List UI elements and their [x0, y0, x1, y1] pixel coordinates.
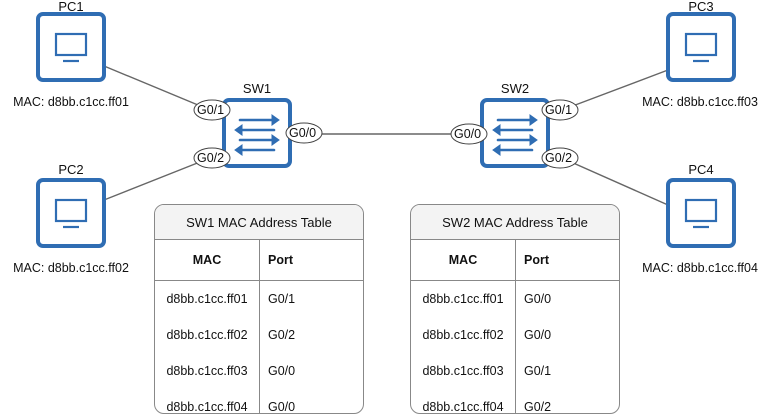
sw1-port-g01-label: G0/1: [197, 103, 225, 117]
sw2-port-g00-label: G0/0: [454, 127, 482, 141]
sw2-port-g01-label: G0/1: [545, 103, 573, 117]
port-cell: G0/0: [268, 364, 296, 378]
table-row: d8bb.c1cc.ff04 G0/0: [155, 389, 363, 414]
sw2-switch-icon: [480, 98, 550, 168]
table-row: d8bb.c1cc.ff01 G0/0: [411, 280, 619, 317]
port-cell: G0/1: [268, 292, 296, 306]
pc4-mac-label: MAC: d8bb.c1cc.ff04: [642, 261, 758, 275]
mac-cell: d8bb.c1cc.ff03: [411, 353, 516, 389]
sw1-port-g02-bubble: [193, 147, 231, 169]
column-header-port: Port: [515, 240, 619, 281]
sw1-port-g02-label: G0/2: [197, 151, 225, 165]
port-cell: G0/0: [524, 292, 552, 306]
mac-cell: d8bb.c1cc.ff01: [155, 280, 260, 317]
mac-cell: d8bb.c1cc.ff01: [411, 280, 516, 317]
sw1-mac-table-title: SW1 MAC Address Table: [155, 205, 363, 240]
pc2-name: PC2: [58, 162, 84, 177]
link-pc3-sw2: [561, 69, 669, 111]
port-cell: G0/1: [524, 364, 552, 378]
sw2-port-g00-bubble: [450, 123, 488, 145]
link-pc2-sw1: [103, 157, 211, 201]
sw1-port-g00-bubble: [285, 122, 323, 144]
sw2-mac-table-title: SW2 MAC Address Table: [411, 205, 619, 240]
sw1-switch-icon: [222, 98, 292, 168]
pc4-icon: [666, 178, 736, 248]
port-cell: G0/0: [268, 400, 296, 414]
sw2-port-g02-bubble: [541, 147, 579, 169]
port-bubbles: [193, 99, 579, 169]
table-row: d8bb.c1cc.ff02 G0/2: [155, 317, 363, 353]
sw1-port-g01-bubble: [193, 99, 231, 121]
port-cell: G0/2: [268, 328, 296, 342]
column-header-mac: MAC: [155, 240, 260, 281]
mac-cell: d8bb.c1cc.ff02: [155, 317, 260, 353]
table-row: d8bb.c1cc.ff04 G0/2: [411, 389, 619, 414]
pc1-name: PC1: [58, 0, 84, 14]
sw2-port-g01-bubble: [541, 99, 579, 121]
column-header-port: Port: [259, 240, 363, 281]
pc1-mac-label: MAC: d8bb.c1cc.ff01: [13, 95, 129, 109]
mac-cell: d8bb.c1cc.ff04: [155, 389, 260, 413]
pc3-icon: [666, 12, 736, 82]
pc4-name: PC4: [688, 162, 714, 177]
port-cell: G0/2: [524, 400, 552, 414]
pc1-icon: [36, 12, 106, 82]
link-pc1-sw1: [103, 65, 211, 111]
port-cell: G0/0: [524, 328, 552, 342]
pc2-mac-label: MAC: d8bb.c1cc.ff02: [13, 261, 129, 275]
table-row: d8bb.c1cc.ff02 G0/0: [411, 317, 619, 353]
table-row: d8bb.c1cc.ff03 G0/1: [411, 353, 619, 389]
mac-cell: d8bb.c1cc.ff04: [411, 389, 516, 413]
table-row: d8bb.c1cc.ff03 G0/0: [155, 353, 363, 389]
pc2-icon: [36, 178, 106, 248]
table-row: d8bb.c1cc.ff01 G0/1: [155, 280, 363, 317]
sw1-mac-table: SW1 MAC Address Table MAC Port d8bb.c1cc…: [154, 204, 364, 414]
pc3-name: PC3: [688, 0, 714, 14]
pc3-mac-label: MAC: d8bb.c1cc.ff03: [642, 95, 758, 109]
column-header-mac: MAC: [411, 240, 516, 281]
sw2-port-g02-label: G0/2: [545, 151, 573, 165]
sw2-name: SW2: [500, 81, 530, 96]
sw1-port-g00-label: G0/0: [289, 126, 317, 140]
link-pc4-sw2: [561, 157, 669, 206]
mac-cell: d8bb.c1cc.ff03: [155, 353, 260, 389]
mac-cell: d8bb.c1cc.ff02: [411, 317, 516, 353]
links: [103, 65, 669, 206]
sw1-name: SW1: [242, 81, 272, 96]
sw2-mac-table: SW2 MAC Address Table MAC Port d8bb.c1cc…: [410, 204, 620, 414]
